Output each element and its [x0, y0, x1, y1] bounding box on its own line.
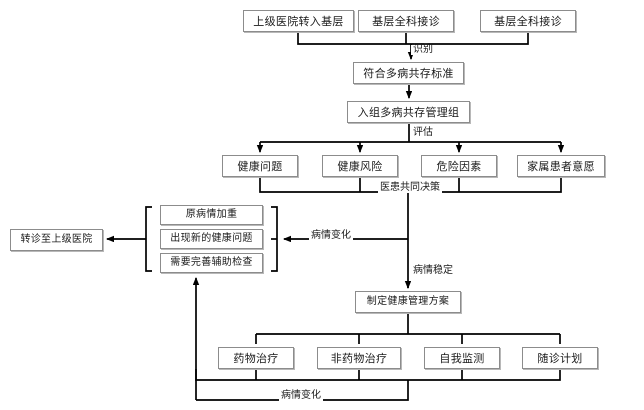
- node-health-problem[interactable]: 健康问题: [222, 155, 298, 177]
- node-referral-in[interactable]: 上级医院转入基层: [243, 10, 354, 32]
- edge-label-condition-change-upper: 病情变化: [309, 230, 353, 241]
- wire-feedback-collector: [195, 369, 561, 381]
- node-self-monitoring[interactable]: 自我监测: [424, 347, 500, 369]
- wire-triple-right-bracket: [271, 206, 278, 272]
- node-gp-visit-2[interactable]: 基层全科接诊: [480, 10, 576, 32]
- node-need-more-tests[interactable]: 需要完善辅助检查: [160, 253, 263, 273]
- edge-label-assess: 评估: [411, 127, 435, 138]
- node-enroll-group[interactable]: 入组多病共存管理组: [347, 101, 470, 123]
- edge-label-condition-stable: 病情稳定: [411, 265, 455, 276]
- edge-label-shared-decision: 医患共同决策: [378, 182, 442, 193]
- node-gp-visit-1[interactable]: 基层全科接诊: [358, 10, 454, 32]
- node-health-risk[interactable]: 健康风险: [322, 155, 398, 177]
- node-nondrug-therapy[interactable]: 非药物治疗: [317, 347, 401, 369]
- node-worsening-condition[interactable]: 原病情加重: [160, 205, 263, 225]
- node-followup-plan[interactable]: 随诊计划: [522, 347, 598, 369]
- node-meets-criteria[interactable]: 符合多病共存标准: [353, 62, 464, 84]
- node-health-plan[interactable]: 制定健康管理方案: [355, 291, 461, 313]
- edge-label-condition-change-lower: 病情变化: [279, 390, 323, 401]
- edge-label-identify: 识别: [411, 44, 435, 55]
- node-drug-therapy[interactable]: 药物治疗: [218, 347, 294, 369]
- wire-triple-left-bracket: [145, 206, 152, 272]
- node-new-health-problem[interactable]: 出现新的健康问题: [160, 229, 263, 249]
- node-refer-upward[interactable]: 转诊至上级医院: [10, 229, 103, 251]
- wire-top-collector: [297, 32, 529, 45]
- node-risk-factor[interactable]: 危险因素: [421, 155, 497, 177]
- node-family-patient-wish[interactable]: 家属患者意愿: [517, 155, 605, 177]
